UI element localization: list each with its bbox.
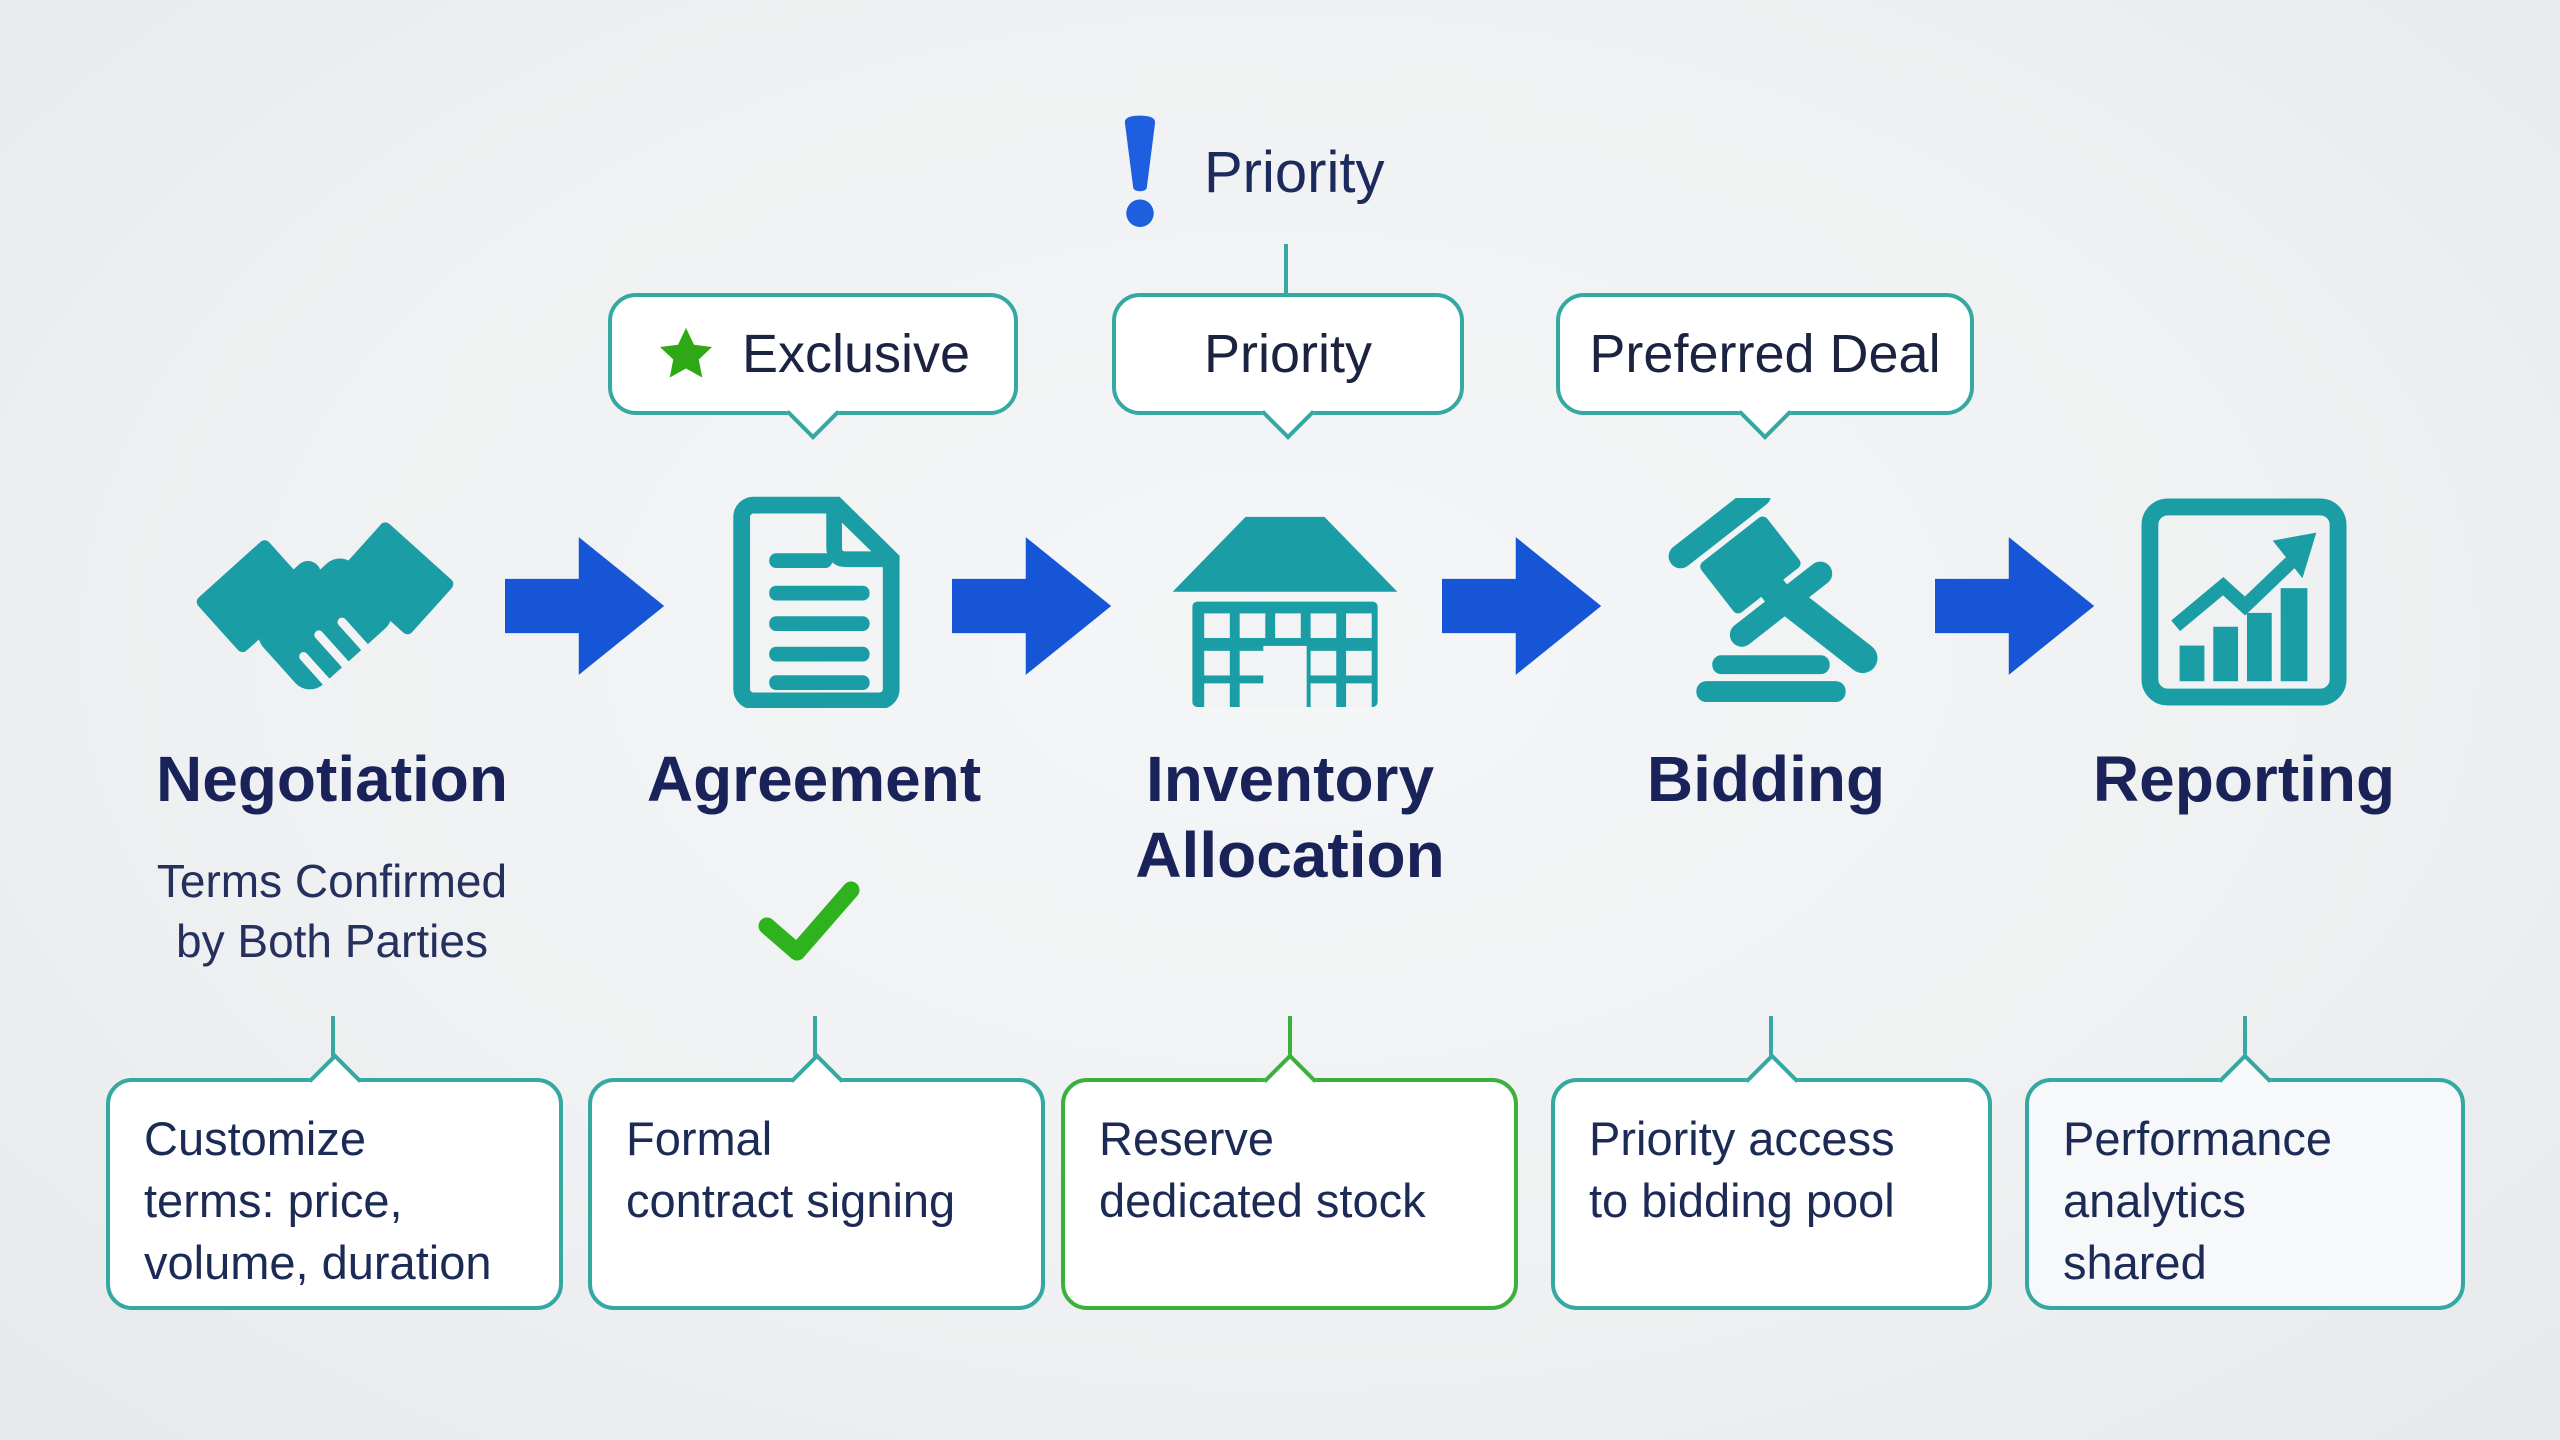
connector-line	[1769, 1016, 1773, 1060]
connector-line	[331, 1016, 335, 1060]
badge-label: Exclusive	[741, 324, 971, 384]
exclamation-icon	[1124, 115, 1156, 227]
top-priority-callout: Priority	[1118, 102, 1384, 242]
badge-label: Preferred Deal	[1589, 324, 1941, 384]
negotiation-subtitle: Terms Confirmed by Both Parties	[156, 855, 508, 967]
note-inventory-allocation: Reserve dedicated stock	[1061, 1078, 1518, 1310]
bar-chart-icon	[2140, 497, 2348, 707]
arrow-right-icon	[505, 522, 670, 690]
badge-exclusive: Exclusive	[608, 293, 1018, 415]
badge-priority: Priority	[1112, 293, 1464, 415]
arrow-right-icon	[952, 522, 1117, 690]
star-icon	[659, 328, 712, 378]
note-bidding: Priority access to bidding pool	[1551, 1078, 1992, 1310]
badge-label: Priority	[1203, 324, 1372, 384]
warehouse-icon	[1165, 505, 1405, 707]
document-icon	[722, 496, 904, 708]
top-priority-label: Priority	[1204, 139, 1385, 205]
note-reporting: Performance analytics shared	[2025, 1078, 2465, 1310]
arrow-right-icon	[1935, 522, 2100, 690]
note-agreement: Formal contract signing	[588, 1078, 1045, 1310]
stage-title-bidding: Bidding	[1646, 743, 1886, 815]
connector-line	[813, 1016, 817, 1060]
handshake-icon	[196, 512, 454, 727]
connector-line	[2243, 1016, 2247, 1060]
note-negotiation: Customize terms: price, volume, duration	[106, 1078, 563, 1310]
badge-preferred-deal: Preferred Deal	[1556, 293, 1974, 415]
checkmark-icon	[757, 878, 861, 964]
connector-line	[1288, 1016, 1292, 1060]
stage-title-inventory-allocation: Inventory Allocation	[1135, 743, 1445, 891]
connector-line	[1284, 244, 1288, 295]
stage-title-negotiation: Negotiation	[156, 743, 508, 815]
gavel-icon	[1643, 498, 1895, 702]
stage-title-reporting: Reporting	[2092, 743, 2396, 815]
arrow-right-icon	[1442, 522, 1607, 690]
stage-title-agreement: Agreement	[646, 743, 982, 815]
